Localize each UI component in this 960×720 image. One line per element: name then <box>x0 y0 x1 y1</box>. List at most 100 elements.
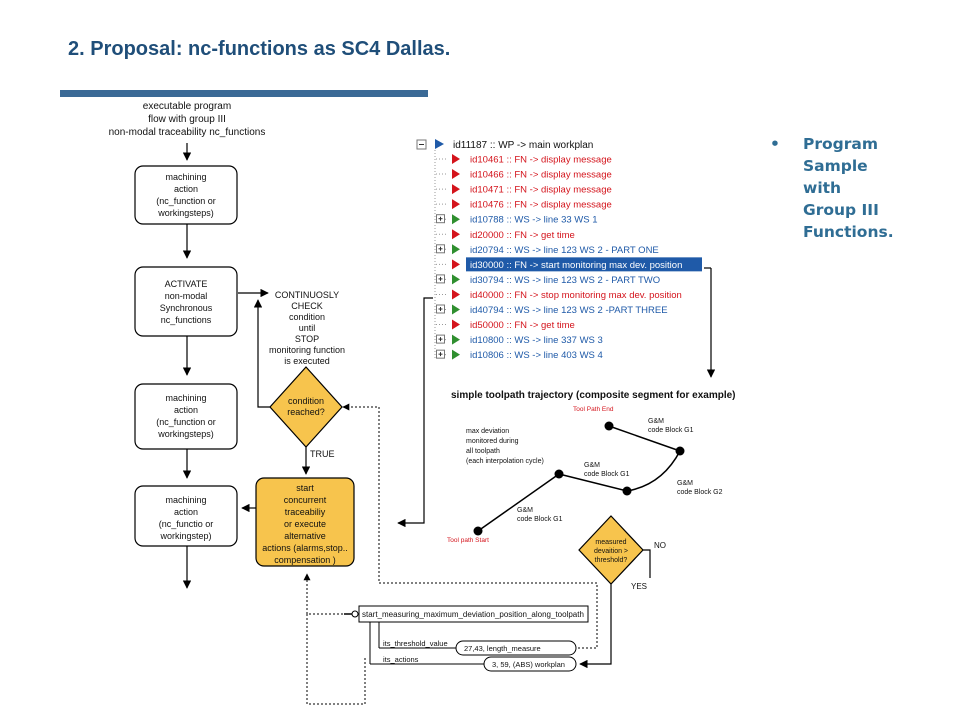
box-text: nc_functions <box>161 315 212 325</box>
box-text: (nc_function or <box>156 196 216 206</box>
flow-header: executable program flow with group III n… <box>109 101 266 138</box>
workingstep-icon <box>452 274 460 285</box>
title-underline-bar <box>60 90 428 97</box>
box-text: machining <box>165 172 206 182</box>
tree-item-label: id20000 :: FN -> get time <box>470 230 575 241</box>
check-line: until <box>299 323 316 333</box>
tree-item[interactable]: id10461 :: FN -> display message <box>436 154 612 166</box>
bullet-line: Functions. <box>803 223 894 241</box>
tree-item-label: id30000 :: FN -> start monitoring max de… <box>470 260 682 271</box>
segment-label: code Block G1 <box>584 471 630 478</box>
tree-item-label: id20794 :: WS -> line 123 WS 2 - PART ON… <box>470 245 659 256</box>
segment-label: G&M <box>677 480 693 487</box>
express-entity: start_measuring_maximum_deviation_positi… <box>344 605 589 672</box>
dotted-connector <box>342 403 598 649</box>
value-pill: 3, 59, (ABS) workplan <box>492 660 565 669</box>
path-point <box>604 421 614 431</box>
tree-item[interactable]: id10476 :: FN -> display message <box>436 199 612 211</box>
segment-label: G&M <box>584 462 600 469</box>
bullet-text: Program Sample with Group III Functions. <box>803 133 943 243</box>
segment-label: G&M <box>648 418 664 425</box>
tree-item[interactable]: id10466 :: FN -> display message <box>436 169 612 181</box>
action-text: alternative <box>284 531 326 541</box>
monitor-note: (each interpolation cycle) <box>466 458 544 465</box>
segment-label: code Block G1 <box>517 516 563 523</box>
tree-item[interactable]: id10806 :: WS -> line 403 WS 4 <box>436 349 603 362</box>
check-line: is executed <box>284 356 330 366</box>
toolpath-title: simple toolpath trajectory (composite se… <box>451 390 736 401</box>
function-icon <box>452 184 460 195</box>
decision-text: devaition > <box>594 548 628 555</box>
tree-item[interactable]: id20000 :: FN -> get time <box>436 229 575 241</box>
tree-item[interactable]: id10788 :: WS -> line 33 WS 1 <box>436 214 598 226</box>
box-text: machining <box>165 393 206 403</box>
flow-header-line: executable program <box>143 101 231 112</box>
check-line: CHECK <box>291 301 323 311</box>
flow-box-machining-3: machining action (nc_functio or workings… <box>134 485 238 547</box>
check-line: monitoring function <box>269 345 345 355</box>
start-label: Tool path Start <box>447 537 489 544</box>
tree-item-label: id30794 :: WS -> line 123 WS 2 - PART TW… <box>470 275 660 286</box>
dotted-connector <box>306 613 366 705</box>
loop-arrow <box>253 299 270 408</box>
selection-highlight <box>466 257 702 272</box>
action-text: traceabiliy <box>285 507 326 517</box>
check-text: CONTINUOSLY CHECK condition until STOP m… <box>269 290 345 366</box>
tree-item[interactable]: id10471 :: FN -> display message <box>436 184 612 196</box>
box-text: workingsteps) <box>157 429 214 439</box>
tree-root[interactable]: id11187 :: WP -> main workplan <box>416 139 593 151</box>
tree-item[interactable]: id30000 :: FN -> start monitoring max de… <box>436 257 702 272</box>
condition-diamond: condition reached? <box>269 366 343 448</box>
bullet-line: Sample <box>803 157 868 175</box>
tree-item[interactable]: id10800 :: WS -> line 337 WS 3 <box>436 334 603 347</box>
flow-header-line: flow with group III <box>148 114 226 125</box>
action-text: start <box>296 483 314 493</box>
box-text: ACTIVATE <box>165 279 208 289</box>
tree-item[interactable]: id20794 :: WS -> line 123 WS 2 - PART ON… <box>436 244 659 256</box>
bullet-line: Program <box>803 135 879 153</box>
workingstep-icon <box>452 214 460 225</box>
tree-view: id11187 :: WP -> main workplan id10461 :… <box>416 139 702 362</box>
function-icon <box>452 169 460 180</box>
check-line: condition <box>289 312 325 322</box>
tree-item[interactable]: id40794 :: WS -> line 123 WS 2 -PART THR… <box>436 304 668 317</box>
tree-item-label: id10461 :: FN -> display message <box>470 155 612 166</box>
tree-item-label: id10800 :: WS -> line 337 WS 3 <box>470 335 603 346</box>
workingstep-icon <box>452 334 460 345</box>
action-box: start concurrent traceabiliy or execute … <box>255 477 355 567</box>
path-point <box>554 469 564 479</box>
workingstep-icon <box>452 349 460 360</box>
box-text: workingsteps) <box>157 208 214 218</box>
yes-label: YES <box>631 582 647 591</box>
tree-item-label: id10788 :: WS -> line 33 WS 1 <box>470 215 598 226</box>
flow-box-machining-1: machining action (nc_function or working… <box>134 165 238 225</box>
decision-diamond: measured devaition > threshold? NO YES <box>578 515 666 591</box>
path-point <box>473 526 483 536</box>
yes-arrow <box>579 584 612 669</box>
attr-label: its_actions <box>383 655 419 664</box>
monitor-note: max deviation <box>466 428 509 435</box>
workingstep-icon <box>452 244 460 255</box>
box-text: (nc_function or <box>156 417 216 427</box>
workingstep-icon <box>452 304 460 315</box>
tree-item-label: id10806 :: WS -> line 403 WS 4 <box>470 350 603 361</box>
attr-label: its_threshold_value <box>383 639 448 648</box>
function-icon <box>452 154 460 164</box>
no-label: NO <box>654 541 666 550</box>
tree-item[interactable]: id50000 :: FN -> get time <box>436 319 575 332</box>
action-text: or execute <box>284 519 326 529</box>
segment-label: code Block G1 <box>648 427 694 434</box>
tree-item[interactable]: id30794 :: WS -> line 123 WS 2 - PART TW… <box>436 274 660 286</box>
bullet-line: Group III <box>803 201 879 219</box>
diamond-text: condition <box>288 396 324 406</box>
end-label: Tool Path End <box>573 406 614 413</box>
box-text: action <box>174 184 198 194</box>
box-text: Synchronous <box>160 303 213 313</box>
value-pill: 27,43, length_measure <box>464 644 541 653</box>
no-line <box>643 549 651 578</box>
box-text: machining <box>165 495 206 505</box>
tree-item-label: id10471 :: FN -> display message <box>470 185 612 196</box>
box-text: non-modal <box>165 291 208 301</box>
flow-box-activate: ACTIVATE non-modal Synchronous nc_functi… <box>134 266 238 337</box>
tree-item[interactable]: id40000 :: FN -> stop monitoring max dev… <box>436 289 682 301</box>
